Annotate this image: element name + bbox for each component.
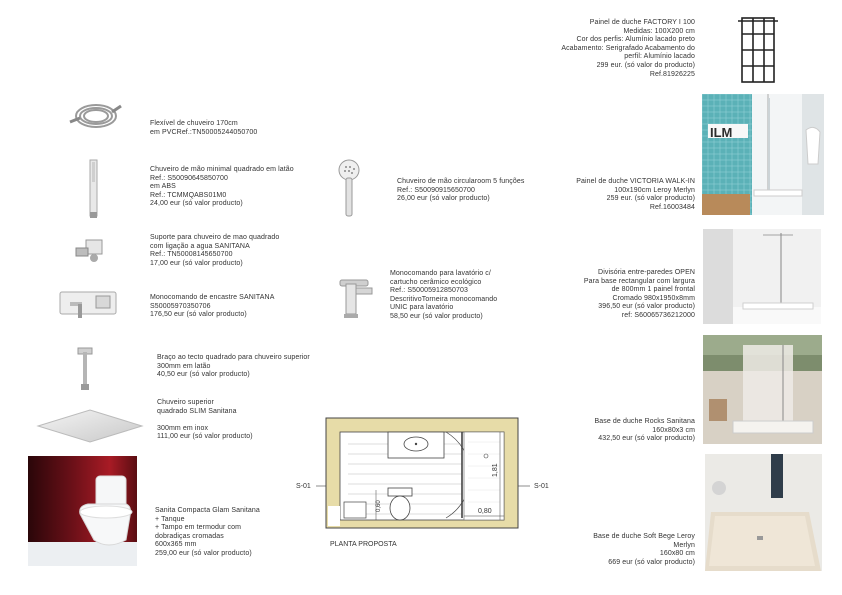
hand-shower-round-image (338, 159, 360, 217)
dim-bottom-label: 0,80 (478, 508, 492, 515)
section-label-left: S-01 (296, 483, 311, 490)
victoria-photo-letters: ILM (710, 125, 732, 140)
factory-description: Painel de duche FACTORY I 100 Medidas: 1… (561, 19, 695, 78)
sanita-description: Sanita Compacta Glam Sanitana + Tanque +… (155, 507, 260, 557)
open-description: Divisória entre-paredes OPEN Para base r… (583, 269, 695, 319)
ceiling-arm-image (77, 347, 93, 390)
flexivel-description: Flexível de chuveiro 170cm em PVCRef.:TN… (150, 120, 258, 136)
shower-holder-image (75, 239, 103, 262)
braco-description: Braço ao tecto quadrado para chuveiro su… (157, 354, 310, 379)
chuveiro-mao-description: Chuveiro de mão minimal quadrado em latã… (150, 166, 294, 208)
toilet-photo (28, 456, 137, 566)
hose-image (69, 104, 122, 128)
open-partition-photo (703, 229, 821, 324)
monocomando-lavatorio-description: Monocomando para lavatório c/ cartucho c… (390, 270, 498, 320)
victoria-description: Painel de duche VICTORIA WALK-IN 100x190… (576, 178, 695, 211)
softbege-photo (705, 454, 822, 571)
dim-height-label: 1,81 (492, 463, 499, 477)
suporte-description: Suporte para chuveiro de mao quadrado co… (150, 234, 280, 267)
chuveiro-circular-description: Chuveiro de mão circularoom 5 funções Re… (397, 178, 525, 203)
dim-small-label: 0,60 (376, 500, 382, 512)
rocks-description: Base de duche Rocks Sanitana 160x80x3 cm… (594, 418, 695, 443)
plan-caption: PLANTA PROPOSTA (330, 541, 397, 548)
hand-shower-square-image (89, 159, 98, 218)
basin-mixer-image (339, 279, 373, 318)
chuveiro-superior-description: Chuveiro superior quadrado SLIM Sanitana… (157, 399, 253, 441)
factory-panel-image (738, 17, 778, 83)
softbege-description: Base de duche Soft Bege Leroy Merlyn 160… (593, 533, 695, 566)
monocomando-encastre-description: Monocomando de encastre SANITANA S500059… (150, 294, 275, 319)
rocks-photo (703, 335, 822, 444)
floor-plan: S-01 S-01 1,81 0,80 0,60 (296, 417, 549, 529)
wall-mixer-image (59, 291, 117, 318)
victoria-photo: ILM (702, 94, 824, 215)
overhead-shower-image (36, 409, 144, 443)
section-label-right: S-01 (534, 483, 549, 490)
